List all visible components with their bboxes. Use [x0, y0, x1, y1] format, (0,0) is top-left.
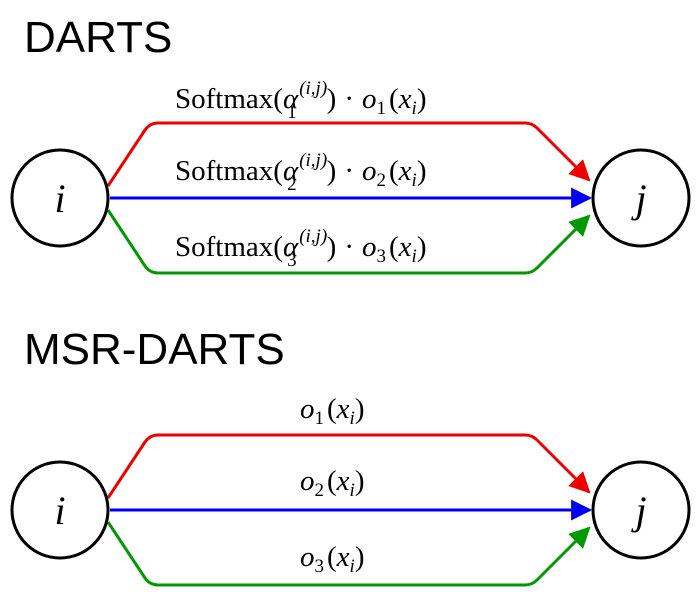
softmax-text: Softmax: [175, 155, 274, 187]
alpha-symbol: α: [283, 231, 299, 263]
darts-node-i: [10, 148, 110, 248]
op-symbol: o: [362, 83, 377, 115]
alpha-subscript: 1: [287, 102, 297, 123]
darts-edge-label-2: Softmax(α(i,j)2)·o2(xi): [175, 150, 427, 195]
alpha-symbol: α: [283, 155, 299, 187]
alpha-subscript: 2: [287, 174, 297, 195]
dot-operator: ·: [344, 83, 354, 115]
darts-node-j: [591, 148, 691, 248]
arg-subscript: i: [412, 170, 417, 191]
arg-symbol: x: [336, 465, 350, 497]
msr-edge-label-2: o2(xi): [300, 465, 365, 501]
darts-edge-label-3: Softmax(α(i,j)3)·o3(xi): [175, 226, 427, 271]
op-symbol: o: [362, 231, 377, 263]
msr-node-j: [591, 460, 691, 560]
arg-symbol: x: [336, 393, 350, 425]
arg-subscript: i: [350, 480, 355, 501]
darts-node-j-label: j: [630, 176, 646, 221]
alpha-superscript: (i,j): [299, 226, 327, 247]
darts-edge-1: [106, 121, 591, 187]
msr-edge-label-3: o3(xi): [300, 541, 365, 577]
arg-symbol: x: [398, 231, 412, 263]
op-subscript: 3: [377, 246, 387, 267]
msr-darts-panel: i j o1(xi) o2(xi) o3(xi): [10, 393, 691, 587]
op-subscript: 2: [377, 170, 387, 191]
darts-node-i-label: i: [54, 176, 65, 221]
msr-node-i: [10, 460, 110, 560]
op-subscript: 3: [315, 556, 325, 577]
op-subscript: 1: [315, 408, 325, 429]
dot-operator: ·: [344, 155, 354, 187]
msr-edge-3: [106, 521, 591, 587]
msr-node-i-label: i: [54, 488, 65, 533]
alpha-subscript: 3: [287, 250, 297, 271]
alpha-superscript: (i,j): [299, 150, 327, 171]
op-symbol: o: [300, 393, 315, 425]
alpha-symbol: α: [283, 83, 299, 115]
dot-operator: ·: [344, 231, 354, 263]
arg-subscript: i: [350, 556, 355, 577]
msr-darts-title: MSR-DARTS: [24, 325, 285, 374]
darts-edge-3: [106, 209, 591, 275]
darts-title: DARTS: [24, 13, 173, 62]
arg-symbol: x: [398, 155, 412, 187]
softmax-text: Softmax: [175, 231, 274, 263]
arg-subscript: i: [350, 408, 355, 429]
msr-edge-label-1: o1(xi): [300, 393, 365, 429]
op-subscript: 1: [377, 98, 387, 119]
msr-edge-1: [106, 433, 591, 499]
darts-panel: i j Softmax(α(i,j)1)·o1(xi) Softmax(α(i,…: [10, 78, 691, 275]
msr-node-j-label: j: [630, 488, 646, 533]
arg-subscript: i: [412, 246, 417, 267]
arg-symbol: x: [398, 83, 412, 115]
darts-edge-label-1: Softmax(α(i,j)1)·o1(xi): [175, 78, 427, 123]
alpha-superscript: (i,j): [299, 78, 327, 99]
softmax-text: Softmax: [175, 83, 274, 115]
op-symbol: o: [300, 465, 315, 497]
arg-subscript: i: [412, 98, 417, 119]
op-symbol: o: [300, 541, 315, 573]
op-symbol: o: [362, 155, 377, 187]
op-subscript: 2: [315, 480, 325, 501]
arg-symbol: x: [336, 541, 350, 573]
